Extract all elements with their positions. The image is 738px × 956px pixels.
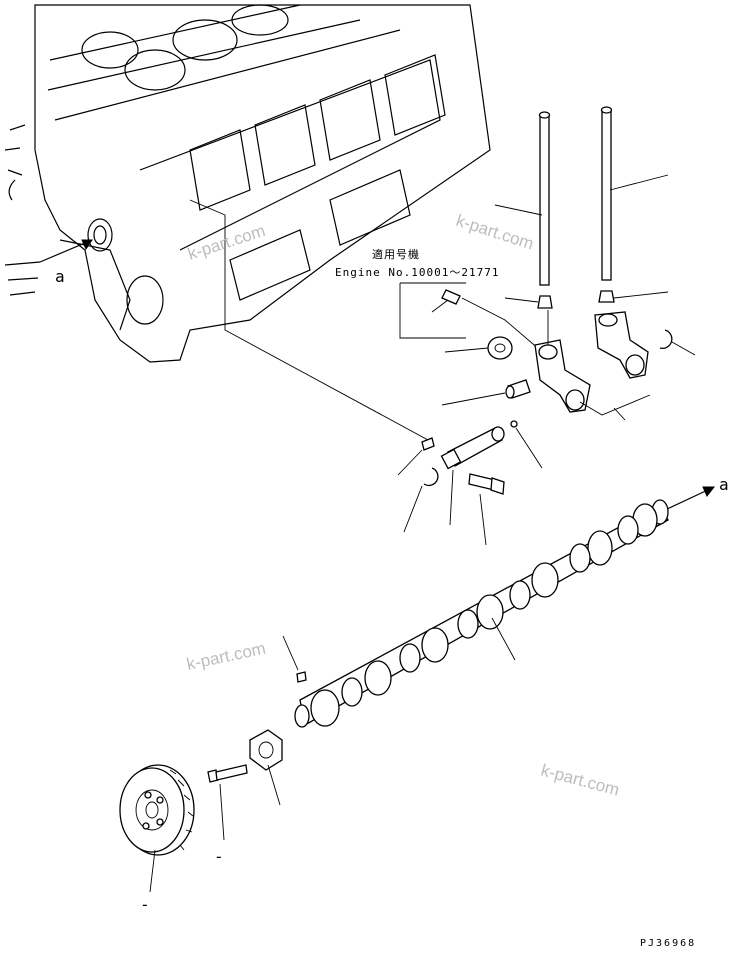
thrust-plate-leader bbox=[267, 764, 281, 806]
arrow-label-left: a bbox=[55, 267, 65, 286]
follower-shaft bbox=[440, 426, 505, 470]
applicability-bracket bbox=[399, 282, 466, 339]
camshaft bbox=[294, 499, 669, 728]
camshaft-leader bbox=[491, 617, 516, 661]
snap-ring-left bbox=[423, 467, 439, 487]
hex-bolt bbox=[468, 473, 505, 495]
small-plug bbox=[421, 437, 435, 451]
plate-bolt bbox=[207, 764, 248, 783]
push-rod-2-leader bbox=[609, 174, 669, 191]
snap-ring-right-leader bbox=[671, 341, 696, 356]
cam-gear-callout: - bbox=[140, 895, 150, 914]
applicability-title: 適用号機 bbox=[372, 247, 420, 261]
engine-block bbox=[4, 4, 491, 363]
shaft-leader bbox=[449, 469, 454, 526]
cam-gear bbox=[119, 764, 195, 856]
arrow-a-left bbox=[39, 239, 93, 263]
snap-ring-right bbox=[659, 329, 673, 349]
plate-bolt-callout: - bbox=[214, 847, 224, 866]
cam-follower-2 bbox=[594, 311, 649, 379]
snap-ring-left-leader bbox=[403, 485, 423, 533]
key-leader bbox=[431, 299, 449, 313]
push-rod-1-leader bbox=[494, 204, 543, 216]
drawing-code: PJ36968 bbox=[640, 938, 696, 949]
tappet-cap-1 bbox=[537, 295, 553, 309]
tappet-cap-2 bbox=[598, 290, 615, 303]
pin-leader bbox=[441, 392, 506, 406]
push-rod-1 bbox=[538, 111, 551, 286]
key-to-follower-leader bbox=[461, 297, 541, 351]
washer-leader bbox=[444, 347, 489, 353]
cap-2-leader bbox=[613, 291, 669, 299]
plug-leader-line bbox=[189, 199, 429, 441]
key-part bbox=[441, 289, 461, 305]
cap-1-leader bbox=[504, 297, 539, 303]
spacer-washer bbox=[487, 336, 513, 360]
follower-pair-bracket bbox=[579, 394, 651, 421]
arrow-label-right: a bbox=[719, 475, 729, 494]
watermark-2: k-part.com bbox=[454, 211, 536, 254]
watermark-4: k-part.com bbox=[539, 761, 621, 800]
steel-ball bbox=[510, 420, 518, 428]
short-pin bbox=[505, 379, 531, 399]
applicability-range: Engine No.10001～21771 bbox=[335, 266, 499, 279]
bolt-leader bbox=[479, 493, 487, 546]
watermark-3: k-part.com bbox=[185, 639, 267, 674]
thrust-plate bbox=[249, 729, 283, 771]
plate-bolt-leader bbox=[219, 783, 225, 841]
plug-leader bbox=[397, 449, 423, 476]
camshaft-key bbox=[296, 671, 307, 683]
cam-follower-1 bbox=[534, 310, 591, 413]
ball-leader bbox=[515, 427, 543, 469]
camshaft-key-leader bbox=[282, 635, 299, 671]
push-rod-2 bbox=[600, 106, 613, 281]
arrow-a-right bbox=[664, 486, 716, 511]
cam-gear-leader bbox=[149, 849, 156, 893]
